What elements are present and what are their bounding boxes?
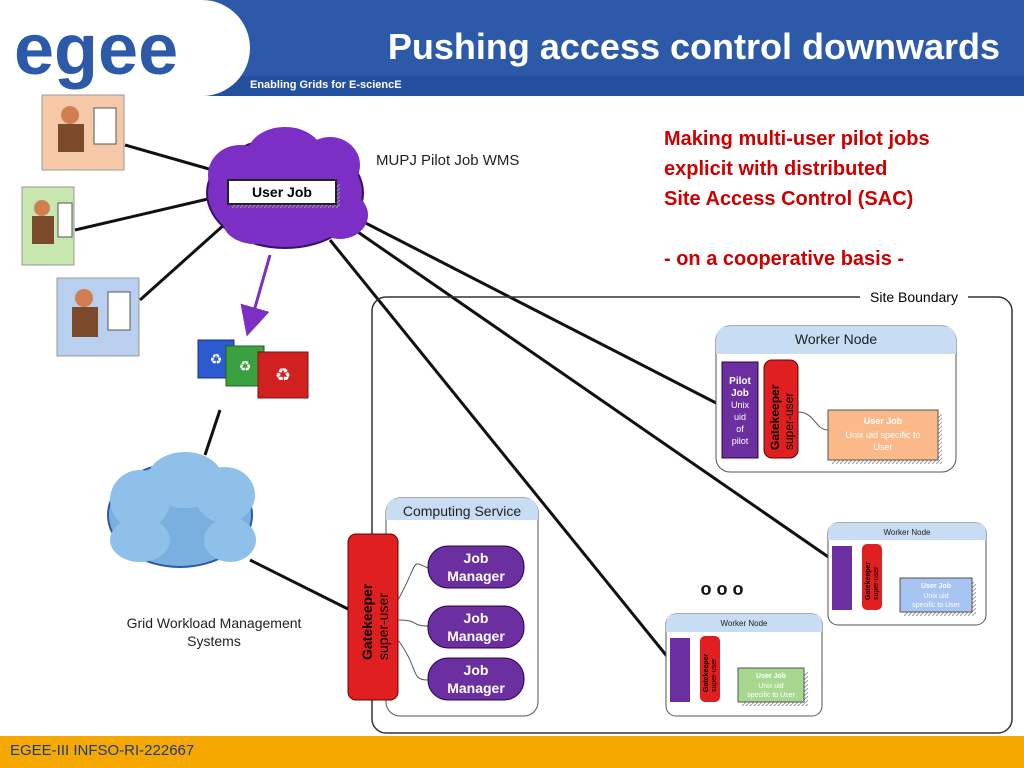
logo-text: egee — [14, 10, 178, 90]
recycle-bins: ♻ ♻ ♻ — [197, 339, 309, 399]
slide-heading: Making multi-user pilot jobs explicit wi… — [664, 124, 930, 274]
wn-right-title: Worker Node — [884, 528, 932, 537]
worker-node-bottom: Worker Node Gatekeeper super-user User J… — [665, 613, 823, 717]
grid-cs-link — [249, 558, 351, 612]
wn-right-link — [354, 228, 841, 567]
job-manager-1-line1: Job — [464, 550, 489, 566]
user-figure-3 — [56, 277, 140, 357]
grid-label-line1: Grid Workload Management — [127, 615, 302, 631]
architecture-diagram: User Job MUPJ Pilot Job WMS ♻ ♻ ♻ Comput… — [21, 94, 1013, 734]
submit-arrow — [240, 254, 272, 337]
wn-right-user-job: User Job — [921, 583, 951, 590]
job-manager-2-line1: Job — [464, 610, 489, 626]
cs-super-user-label: super-user — [375, 593, 391, 660]
svg-text:♻: ♻ — [275, 365, 291, 385]
svg-text:♻: ♻ — [210, 351, 223, 367]
slide-footer — [0, 736, 1024, 768]
job-manager-3-line2: Manager — [447, 680, 505, 696]
wn-main-user-job: User Job — [864, 416, 903, 426]
user2-link — [74, 193, 226, 232]
user-job-box — [227, 179, 337, 205]
computing-service-title: Computing Service — [403, 503, 521, 519]
job-manager-2-line2: Manager — [447, 628, 505, 644]
grid-label-line2: Systems — [187, 633, 241, 649]
slide-title: Pushing access control downwards — [387, 26, 1000, 67]
wn-right-user-job-line: Unix uid — [923, 593, 948, 600]
slide-subtitle: Enabling Grids for E-sciencE — [250, 79, 402, 91]
wn-bottom-user-job: User Job — [756, 673, 786, 680]
wn-main-user-job-line: User — [873, 442, 892, 452]
heading-line: Site Access Control (SAC) — [664, 188, 914, 210]
egee-logo: egee — [14, 10, 178, 90]
pilot-line: uid — [734, 412, 746, 422]
wn-main-super-user: super-user — [782, 393, 796, 450]
computing-service: Computing Service Gatekeeper super-user … — [347, 497, 539, 717]
wn-bottom-link — [328, 239, 672, 661]
wn-main-link — [349, 213, 721, 407]
user3-link — [138, 213, 237, 302]
wn-bottom-user-job-line: specific to User — [747, 692, 796, 699]
pilot-line: Job — [731, 388, 749, 399]
ellipsis: o o o — [701, 579, 744, 599]
bins-grid-link — [203, 409, 222, 456]
heading-line: explicit with distributed — [664, 158, 888, 180]
pilot-line: of — [736, 424, 744, 434]
header-band — [0, 76, 1024, 96]
wn-main-gatekeeper: Gatekeeper — [768, 384, 782, 450]
site-boundary-label: Site Boundary — [860, 289, 968, 305]
wn-right-user-job-line: specific to User — [912, 602, 961, 609]
heading-line: Making multi-user pilot jobs — [664, 128, 930, 150]
wms-label: MUPJ Pilot Job WMS — [376, 152, 519, 169]
wn-bottom-title: Worker Node — [721, 619, 769, 628]
wn-bottom-user-job-line: Unix uid — [758, 683, 783, 690]
user-figure-2 — [21, 186, 75, 266]
wn-right-gatekeeper: Gatekeeper — [865, 562, 872, 600]
grid-cloud — [107, 452, 256, 568]
wn-bottom-gatekeeper: Gatekeeper — [703, 654, 710, 692]
user-figure-1 — [41, 94, 125, 171]
wn-main-title: Worker Node — [795, 331, 877, 347]
worker-node-right: Worker Node Gatekeeper super-user User J… — [827, 522, 987, 626]
heading-line: - on a cooperative basis - — [664, 248, 905, 270]
job-manager-3-line1: Job — [464, 662, 489, 678]
logo-plate: egee — [0, 0, 250, 96]
wn-right-super-user: super-user — [873, 566, 880, 600]
site-boundary — [371, 296, 1013, 734]
pilot-line: Unix — [731, 400, 750, 410]
worker-node-main: Worker Node Pilot Job Unix uid of pilot … — [715, 325, 957, 473]
user-job-label: User Job — [252, 184, 312, 200]
job-manager-1-line2: Manager — [447, 568, 505, 584]
svg-text:♻: ♻ — [239, 358, 252, 374]
pilot-line: Pilot — [729, 376, 751, 387]
wn-main-user-job-line: Unix uid specific to — [845, 430, 920, 440]
pilot-line: pilot — [732, 436, 749, 446]
footer-text: EGEE-III INFSO-RI-222667 — [10, 742, 195, 759]
wn-bottom-super-user: super-user — [711, 658, 718, 692]
cs-gatekeeper-label: Gatekeeper — [359, 583, 375, 660]
